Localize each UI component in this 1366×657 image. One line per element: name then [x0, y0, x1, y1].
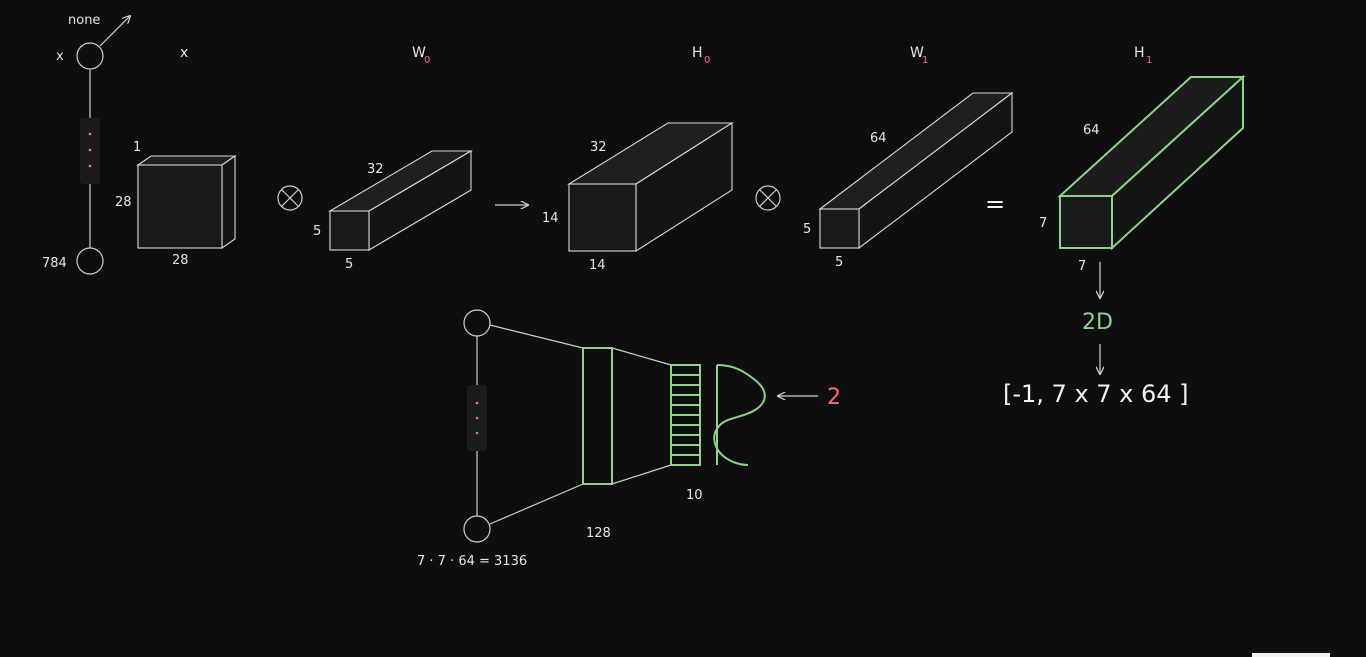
none-arrow — [99, 16, 130, 47]
header-h0: H — [692, 45, 703, 61]
output-layer-10 — [670, 364, 701, 466]
hidden-units-label: 128 — [586, 526, 611, 541]
block-h1-width: 7 — [1078, 259, 1086, 274]
otimes-icon — [277, 185, 303, 211]
ellipsis-dot — [88, 148, 92, 152]
header-w1: W — [910, 45, 924, 61]
multiply-operator — [277, 185, 303, 211]
block-w1-height: 5 — [803, 222, 811, 237]
block-h0-height: 14 — [542, 211, 559, 226]
output-distribution-curve — [713, 364, 766, 466]
block-h1-height: 7 — [1039, 216, 1047, 231]
reshape-label: [-1, 7 x 7 x 64 ] — [1003, 380, 1189, 408]
header-w0: W — [412, 45, 426, 61]
block-w1-depth: 64 — [870, 131, 887, 146]
ellipsis-dot — [475, 416, 479, 420]
dense-bottom-node — [463, 515, 491, 543]
input-column: none x 784 — [42, 13, 130, 275]
header-x: x — [180, 45, 188, 61]
block-x-depth: 1 — [133, 140, 141, 155]
progress-indicator — [1252, 653, 1330, 657]
multiply-operator — [755, 185, 781, 211]
block-w0-height: 5 — [313, 224, 321, 239]
hidden-layer-128 — [582, 347, 613, 485]
block-w0-width: 5 — [345, 257, 353, 272]
otimes-icon — [755, 185, 781, 211]
block-x: 1 28 28 — [115, 140, 237, 268]
block-x-top — [136, 155, 237, 166]
block-w0: 32 5 5 — [313, 150, 474, 272]
ellipsis-dot — [88, 164, 92, 168]
input-size-label: 784 — [42, 256, 67, 271]
input-bottom-node — [76, 247, 104, 275]
block-w1-width: 5 — [835, 255, 843, 270]
input-x-label: x — [56, 49, 64, 64]
header-w0-sub: 0 — [424, 55, 430, 66]
block-h1-depth: 64 — [1083, 123, 1100, 138]
block-h0: 32 14 14 — [542, 121, 734, 273]
block-w0-depth: 32 — [367, 162, 384, 177]
column-headers: x W 0 H 0 W 1 H 1 — [180, 45, 1152, 66]
block-h1-front — [1059, 195, 1113, 249]
block-h0-depth: 32 — [590, 140, 607, 155]
block-w1-front — [819, 208, 860, 249]
dense-network: 2 10 128 7 · 7 · 64 = 3136 — [417, 309, 841, 569]
header-h0-sub: 0 — [704, 55, 710, 66]
block-x-front — [137, 164, 223, 249]
output-units-label: 10 — [686, 488, 703, 503]
block-h0-front — [568, 183, 637, 252]
dense-top-node — [463, 309, 491, 337]
block-h1: 64 7 7 — [1039, 74, 1246, 274]
block-h0-width: 14 — [589, 258, 606, 273]
ellipsis-dot — [88, 132, 92, 136]
header-h1: H — [1134, 45, 1145, 61]
block-x-side — [221, 154, 236, 250]
none-label: none — [68, 13, 100, 28]
flatten-2d-label: 2D — [1082, 310, 1113, 335]
predicted-class-label: 2 — [827, 385, 841, 410]
ellipsis-dot — [475, 401, 479, 405]
header-w1-sub: 1 — [922, 55, 928, 66]
input-top-node — [76, 42, 104, 70]
block-w1: 64 5 5 — [803, 91, 1014, 270]
block-x-height: 28 — [115, 195, 132, 210]
block-x-width: 28 — [172, 253, 189, 268]
equals-sign: = — [985, 190, 1005, 218]
ellipsis-dot — [475, 431, 479, 435]
header-h1-sub: 1 — [1146, 55, 1152, 66]
block-w0-front — [329, 210, 370, 251]
input-formula-label: 7 · 7 · 64 = 3136 — [417, 554, 527, 569]
